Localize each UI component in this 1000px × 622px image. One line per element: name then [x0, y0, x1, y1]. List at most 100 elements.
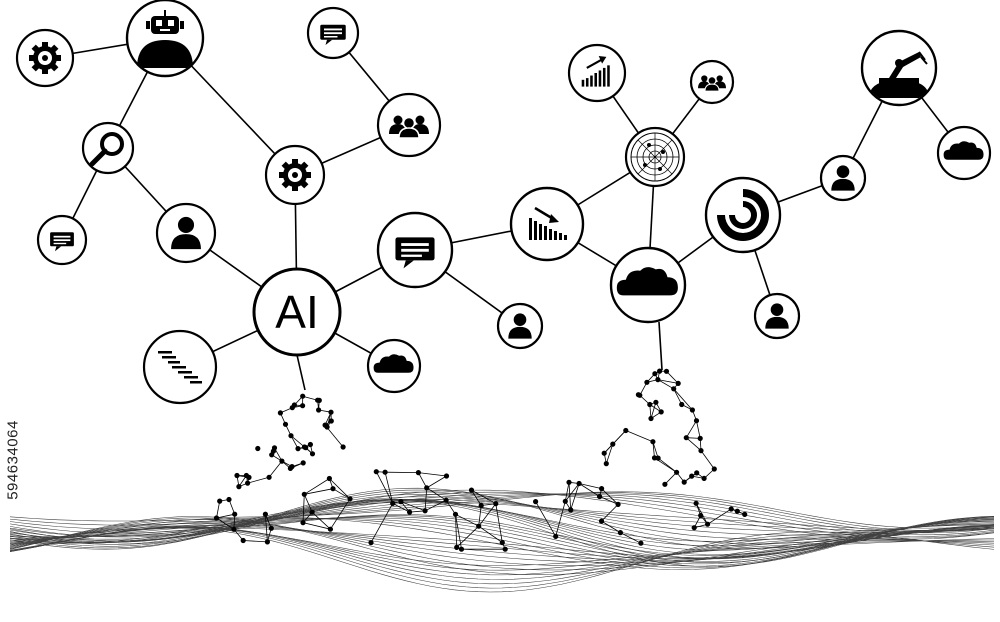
- user-node: [496, 302, 544, 350]
- wave-mesh: [9, 487, 995, 593]
- lattice-edge: [601, 520, 621, 533]
- radar-node: [624, 126, 686, 188]
- lattice-vertex: [262, 511, 268, 517]
- lattice-vertex: [476, 523, 482, 529]
- lattice-vertex: [638, 540, 644, 546]
- lattice-vertex: [277, 410, 283, 416]
- lattice-vertex: [300, 519, 306, 526]
- wave-line: [9, 491, 995, 547]
- people-node: [376, 92, 442, 158]
- lattice-vertex: [693, 418, 700, 424]
- lattice-edge: [535, 501, 557, 537]
- lattice-vertex: [728, 506, 734, 512]
- lattice-vertex: [596, 493, 603, 500]
- lattice-vertex: [562, 498, 568, 504]
- lattice-edge: [564, 483, 580, 502]
- lattice-edge: [612, 430, 627, 445]
- lattice-vertex: [704, 521, 711, 527]
- lattice-edge: [471, 489, 496, 505]
- lattice-vertex: [683, 435, 689, 441]
- bar-chart-up-node: [567, 43, 627, 103]
- lattice-vertex: [443, 473, 450, 479]
- lattice-vertex: [499, 539, 505, 546]
- lattice-vertex: [424, 485, 430, 491]
- lattice-vertex: [502, 546, 508, 552]
- lattice-vertex: [266, 474, 272, 480]
- lattice-vertex: [610, 441, 616, 447]
- wave-line: [9, 489, 995, 545]
- stock-image-id: 594634064: [2, 380, 24, 540]
- lattice-vertex: [698, 512, 704, 519]
- lattice-vertex: [245, 480, 251, 486]
- donut-chart-node: [704, 176, 782, 254]
- lattice-edge: [570, 483, 580, 511]
- lattice-edge: [329, 478, 351, 500]
- lattice-vertex: [300, 460, 306, 466]
- radar-icon: [630, 132, 680, 182]
- people-node: [689, 59, 735, 105]
- lattice-vertex: [282, 421, 289, 427]
- stock-image-id-text: 594634064: [4, 420, 22, 500]
- lattice-edge: [685, 420, 697, 438]
- lattice-edge: [370, 503, 394, 543]
- lattice-edge: [426, 475, 447, 489]
- lattice-vertex: [340, 444, 346, 450]
- user-node: [753, 292, 801, 340]
- lattice-vertex: [603, 460, 609, 467]
- lattice-edge: [392, 503, 410, 513]
- lattice-vertex: [217, 498, 223, 504]
- user-node: [819, 154, 867, 202]
- lattice-vertex: [650, 439, 656, 445]
- lattice-vertex: [655, 455, 661, 461]
- lattice-edge: [657, 379, 674, 390]
- lattice-vertex: [213, 515, 220, 521]
- lattice-vertex: [701, 475, 707, 481]
- lattice-vertex: [598, 518, 605, 524]
- lattice-edge: [673, 388, 693, 411]
- lattice-edge: [445, 499, 456, 515]
- lattice-vertex: [648, 415, 654, 422]
- lattice-vertex: [644, 379, 650, 385]
- lattice-vertex: [328, 409, 334, 415]
- wave-line: [9, 524, 995, 560]
- lattice-edge: [664, 472, 677, 485]
- lattice-vertex: [566, 479, 572, 485]
- wave-line: [9, 526, 995, 589]
- lattice-edge: [424, 487, 428, 511]
- wave-line: [9, 516, 995, 575]
- lattice-vertex: [309, 451, 316, 457]
- lattice-edge: [650, 402, 657, 419]
- lattice-vertex: [330, 486, 336, 492]
- lattice-edge: [302, 494, 305, 523]
- user-node: [155, 202, 217, 264]
- lattice-vertex: [390, 500, 396, 506]
- lattice-edge: [478, 525, 503, 543]
- lattice-edge: [471, 489, 482, 506]
- lattice-vertex: [647, 401, 653, 408]
- gear-icon: [29, 42, 61, 74]
- lattice-vertex: [576, 480, 582, 487]
- gear-node: [264, 144, 326, 206]
- magnifier-node: [81, 121, 135, 175]
- lattice-vertex: [300, 393, 306, 399]
- wave-line: [9, 498, 995, 540]
- lattice-vertex: [693, 500, 699, 506]
- lattice-edge: [418, 472, 447, 477]
- lattice-edge: [265, 514, 268, 542]
- lattice-edge: [478, 503, 497, 527]
- lattice-edge: [418, 472, 428, 489]
- wave-line: [9, 523, 995, 561]
- lattice-edge: [304, 478, 330, 495]
- lattice-vertex: [326, 475, 332, 482]
- lattice-vertex: [458, 546, 465, 552]
- lattice-vertex: [656, 368, 663, 374]
- chat-node: [36, 214, 88, 266]
- lattice-edge: [247, 476, 270, 484]
- wave-line: [9, 501, 995, 537]
- chat-node: [306, 6, 360, 60]
- lattice-vertex: [679, 401, 685, 408]
- gantt-node: [142, 329, 218, 405]
- lattice-vertex: [478, 502, 484, 509]
- lattice-edge: [568, 482, 572, 510]
- lattice-edge: [375, 471, 394, 504]
